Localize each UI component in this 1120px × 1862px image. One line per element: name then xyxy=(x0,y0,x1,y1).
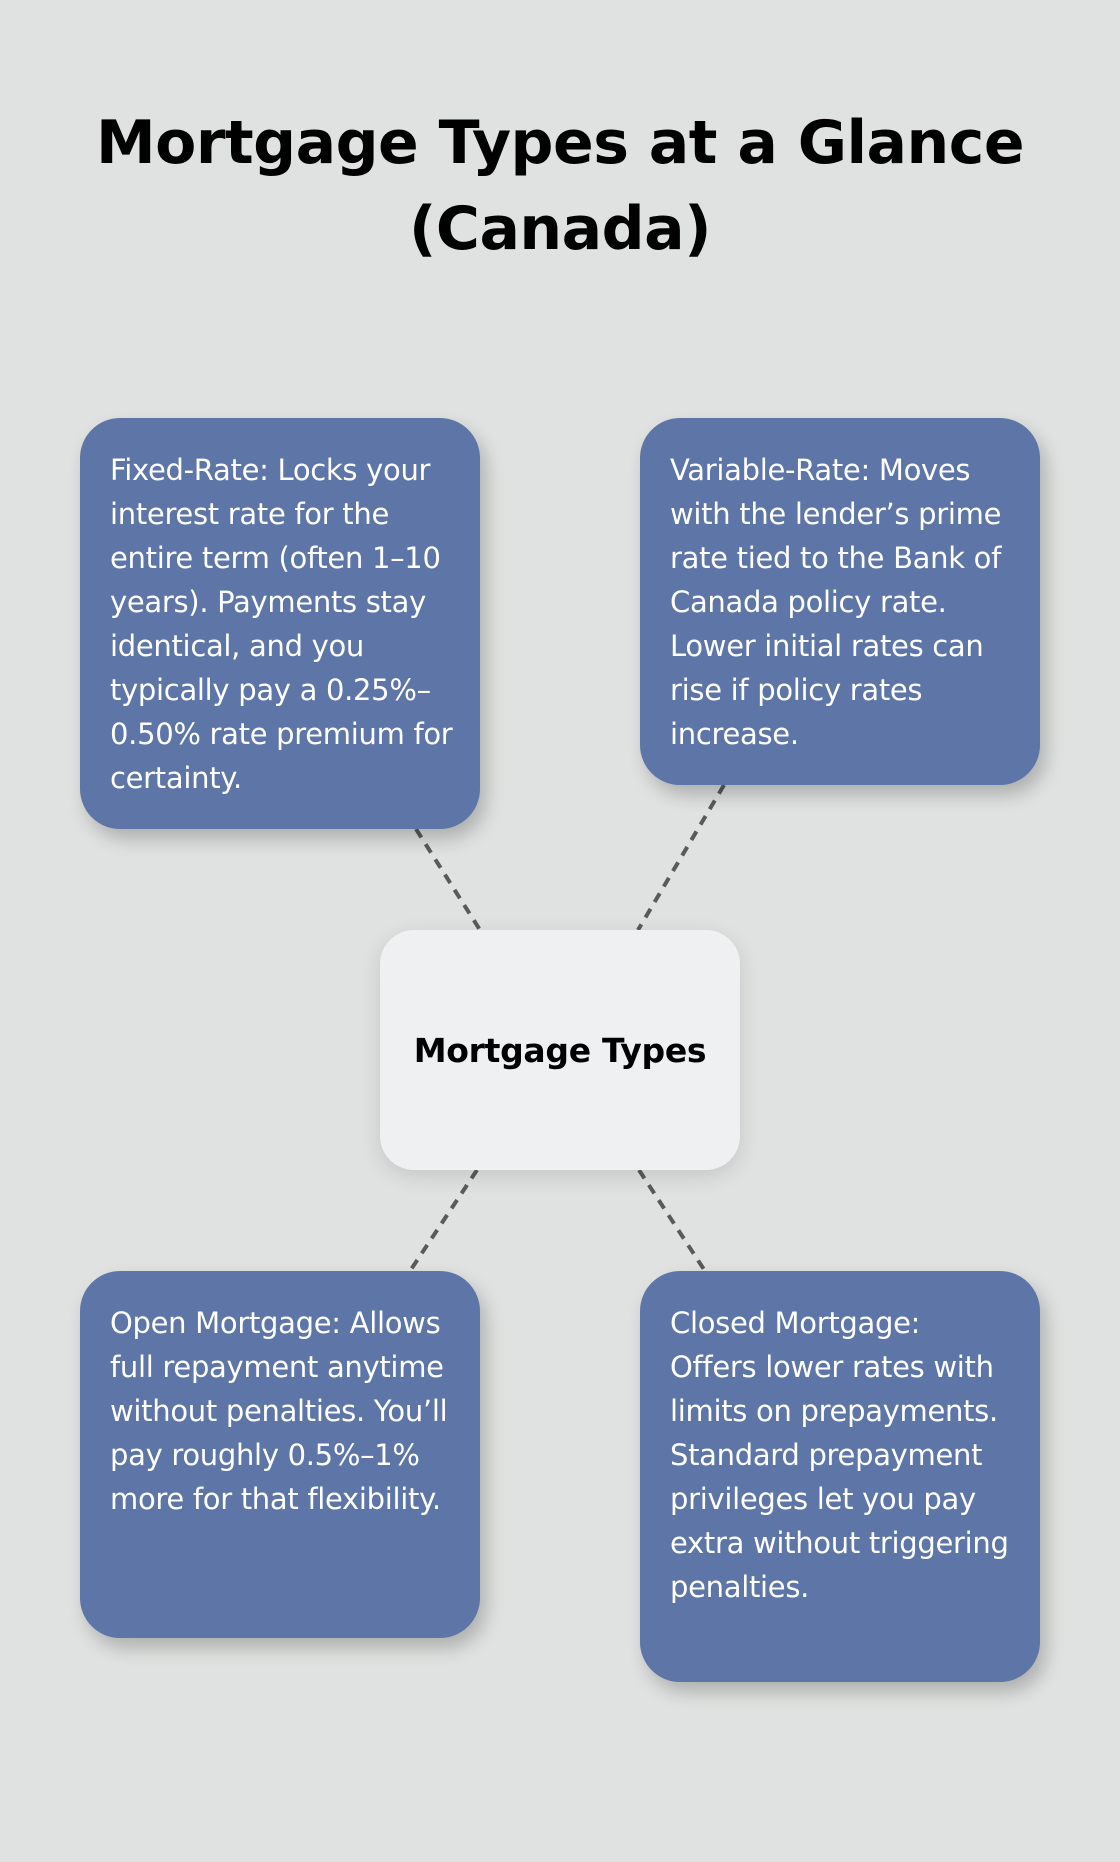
connector-fixed-rate xyxy=(414,827,482,932)
center-node-label: Mortgage Types xyxy=(413,1030,707,1070)
node-open-mortgage: Open Mortgage: Allows full repayment any… xyxy=(80,1271,480,1638)
connector-open-mortgage xyxy=(408,1168,479,1273)
node-variable-rate: Variable-Rate: Moves with the lender’s p… xyxy=(640,418,1040,785)
page-title: Mortgage Types at a Glance (Canada) xyxy=(0,100,1120,272)
node-fixed-rate: Fixed-Rate: Locks your interest rate for… xyxy=(80,418,480,829)
node-open-mortgage-text: Open Mortgage: Allows full repayment any… xyxy=(110,1306,448,1516)
connector-variable-rate xyxy=(636,783,726,932)
node-closed-mortgage: Closed Mortgage: Offers lower rates with… xyxy=(640,1271,1040,1682)
node-variable-rate-text: Variable-Rate: Moves with the lender’s p… xyxy=(670,453,1002,751)
title-line-2: (Canada) xyxy=(408,194,712,264)
center-node-mortgage-types: Mortgage Types xyxy=(380,930,740,1170)
connector-closed-mortgage xyxy=(637,1168,707,1273)
node-closed-mortgage-text: Closed Mortgage: Offers lower rates with… xyxy=(670,1306,1009,1604)
node-fixed-rate-text: Fixed-Rate: Locks your interest rate for… xyxy=(110,453,453,795)
title-line-1: Mortgage Types at a Glance xyxy=(95,108,1025,178)
